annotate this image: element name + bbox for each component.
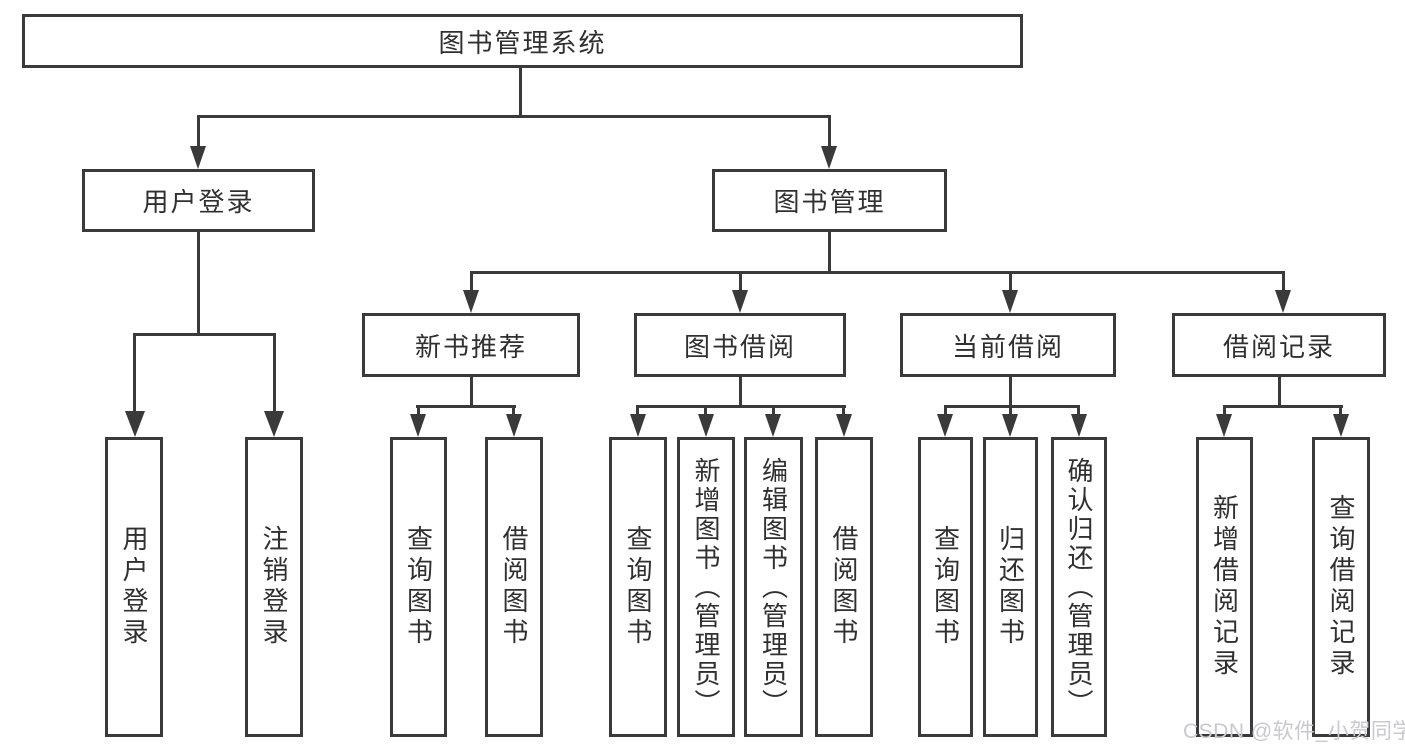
- connector-borrow-stub-4: [842, 405, 845, 417]
- connector-current-stub-3: [1077, 405, 1080, 417]
- connector-mgmt-drop: [828, 232, 831, 274]
- node-new-book-recommend: 新书推荐: [362, 313, 580, 377]
- connector-level3-stub-1: [470, 271, 473, 292]
- leaf-borrow-borrow-books-label: 借阅图书: [829, 525, 859, 649]
- node-borrow-records: 借阅记录: [1172, 313, 1386, 377]
- leaf-recommend-borrow-books: 借阅图书: [485, 437, 543, 737]
- leaf-borrow-query-books: 查询图书: [609, 437, 667, 737]
- leaf-logout: 注销登录: [245, 437, 303, 737]
- node-root-book-management-system: 图书管理系统: [22, 14, 1023, 68]
- connector-level3-hbar: [470, 271, 1285, 274]
- arrowhead-recommend-icon: [463, 290, 479, 313]
- leaf-borrow-edit-books-admin-label: 编辑图书（管理员）: [758, 456, 789, 718]
- leaf-records-query-record-label: 查询借阅记录: [1326, 494, 1356, 680]
- connector-level3-stub-3: [1009, 271, 1012, 292]
- connector-current-hbar: [944, 405, 1080, 408]
- connector-level2-stub-left: [197, 115, 200, 147]
- connector-current-stub-1: [944, 405, 947, 417]
- leaf-borrow-query-books-label: 查询图书: [623, 525, 653, 649]
- arrowhead-borrow-leaf-1-icon: [630, 414, 646, 437]
- connector-borrow-stub-2: [704, 405, 707, 417]
- connector-borrow-hbar: [637, 405, 846, 408]
- arrowhead-recommend-leaf-1-icon: [410, 414, 426, 437]
- arrowhead-records-icon: [1275, 290, 1291, 313]
- leaf-records-query-record: 查询借阅记录: [1312, 437, 1370, 737]
- connector-current-drop: [1009, 377, 1012, 408]
- arrowhead-borrow-leaf-4-icon: [836, 414, 852, 437]
- connector-level2-hbar: [197, 115, 831, 118]
- leaf-records-add-record: 新增借阅记录: [1196, 437, 1253, 737]
- connector-borrow-drop: [739, 377, 742, 408]
- connector-current-stub-2: [1009, 405, 1012, 417]
- connector-login-stub-1: [133, 333, 136, 412]
- leaf-current-confirm-return-admin: 确认归还（管理员）: [1051, 437, 1107, 737]
- leaf-current-query-books-label: 查询图书: [930, 525, 961, 649]
- connector-borrow-stub-1: [636, 405, 639, 417]
- arrowhead-current-leaf-1-icon: [937, 414, 953, 437]
- node-current-borrow: 当前借阅: [900, 313, 1116, 377]
- leaf-borrow-borrow-books: 借阅图书: [815, 437, 873, 737]
- leaf-current-query-books: 查询图书: [918, 437, 973, 737]
- connector-recommend-hbar: [416, 405, 516, 408]
- leaf-borrow-edit-books-admin: 编辑图书（管理员）: [744, 437, 803, 737]
- connector-level3-stub-4: [1282, 271, 1285, 292]
- leaf-user-login-label: 用户登录: [119, 525, 149, 649]
- arrowhead-records-leaf-2-icon: [1333, 414, 1349, 437]
- connector-recommend-drop: [470, 377, 473, 408]
- leaf-recommend-borrow-books-label: 借阅图书: [499, 525, 529, 649]
- leaf-logout-label: 注销登录: [259, 525, 289, 649]
- connector-recommend-stub-1: [417, 405, 420, 417]
- arrowhead-recommend-leaf-2-icon: [506, 414, 522, 437]
- connector-login-drop: [197, 232, 200, 336]
- leaf-borrow-add-books-admin: 新增图书（管理员）: [677, 437, 735, 737]
- arrowhead-borrow-leaf-2-icon: [698, 414, 714, 437]
- arrowhead-borrow-icon: [732, 290, 748, 313]
- arrowhead-book-mgmt-icon: [821, 146, 837, 169]
- leaf-current-return-books: 归还图书: [983, 437, 1038, 737]
- watermark: CSDN @软件_小贺同学: [1183, 720, 1405, 743]
- arrowhead-borrow-leaf-3-icon: [765, 414, 781, 437]
- connector-recommend-stub-2: [512, 405, 515, 417]
- connector-login-hbar: [133, 333, 276, 336]
- leaf-current-confirm-return-admin-label: 确认归还（管理员）: [1064, 456, 1094, 718]
- node-book-borrow: 图书借阅: [634, 313, 846, 377]
- connector-records-stub-2: [1339, 405, 1342, 417]
- arrowhead-current-icon: [1002, 290, 1018, 313]
- connector-login-stub-2: [273, 333, 276, 412]
- connector-records-hbar: [1223, 405, 1343, 408]
- leaf-recommend-query-books: 查询图书: [390, 437, 447, 737]
- arrowhead-current-leaf-3-icon: [1071, 414, 1087, 437]
- leaf-recommend-query-books-label: 查询图书: [403, 525, 434, 649]
- connector-level3-stub-2: [739, 271, 742, 292]
- leaf-records-add-record-label: 新增借阅记录: [1209, 494, 1240, 680]
- node-book-management: 图书管理: [712, 169, 947, 232]
- leaf-borrow-add-books-admin-label: 新增图书（管理员）: [691, 456, 721, 718]
- arrowhead-leaf-logout-icon: [264, 411, 284, 437]
- connector-records-drop: [1278, 377, 1281, 408]
- arrowhead-user-login-icon: [190, 146, 206, 169]
- arrowhead-leaf-user-login-icon: [125, 411, 145, 437]
- connector-level2-stub-right: [828, 115, 831, 147]
- connector-root-drop: [519, 68, 522, 117]
- node-user-login: 用户登录: [82, 169, 315, 232]
- connector-borrow-stub-3: [772, 405, 775, 417]
- connector-records-stub-1: [1223, 405, 1226, 417]
- arrowhead-current-leaf-2-icon: [1002, 414, 1018, 437]
- leaf-user-login: 用户登录: [105, 437, 163, 737]
- leaf-current-return-books-label: 归还图书: [995, 525, 1026, 649]
- arrowhead-records-leaf-1-icon: [1216, 414, 1232, 437]
